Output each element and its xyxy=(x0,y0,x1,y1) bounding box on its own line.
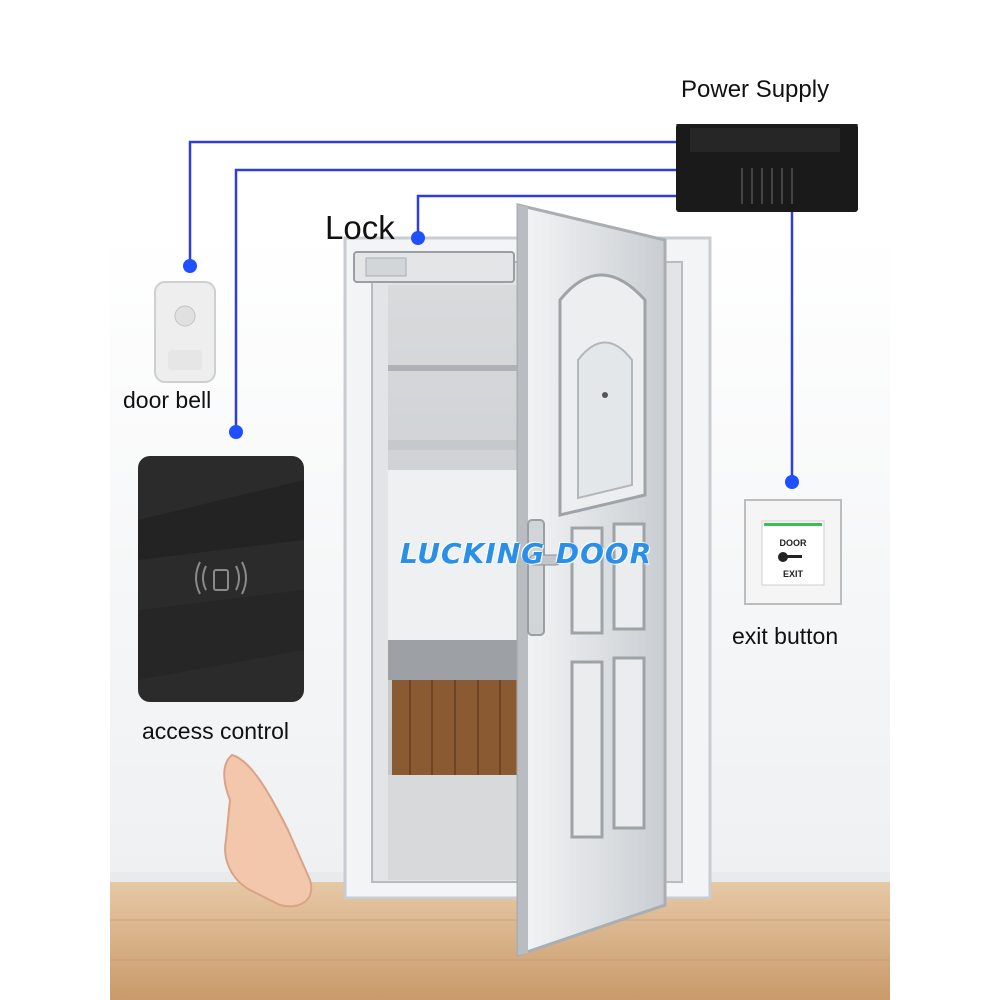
label-power-supply: Power Supply xyxy=(681,76,830,103)
access-control-reader xyxy=(138,456,304,702)
exit-button-device xyxy=(744,499,842,605)
exit-face-top-text: DOOR xyxy=(780,538,808,548)
door-panel-1 xyxy=(570,526,604,635)
door-edge xyxy=(518,205,528,955)
hand xyxy=(223,753,313,908)
brand-watermark: LUCKING DOOR xyxy=(400,537,653,570)
floor xyxy=(110,880,890,1000)
door-bell xyxy=(154,281,216,383)
dot-exit-button xyxy=(785,475,799,489)
dot-door-bell xyxy=(183,259,197,273)
exit-face-bottom-text: EXIT xyxy=(783,569,804,579)
room-wood-grain xyxy=(409,680,501,775)
room-window xyxy=(388,470,538,640)
wire-lock xyxy=(416,194,676,236)
door-handle xyxy=(529,554,561,566)
key-icon xyxy=(778,552,802,562)
door-arch-inner xyxy=(577,341,633,500)
label-door-bell: door bell xyxy=(123,387,212,413)
wire-access-control xyxy=(234,168,676,430)
label-lock: Lock xyxy=(325,209,395,246)
wire-door-bell xyxy=(188,140,676,264)
dot-access-control xyxy=(229,425,243,439)
wires xyxy=(188,140,794,480)
label-exit-button: exit button xyxy=(732,623,839,649)
floor-boards xyxy=(110,919,890,961)
room-floor xyxy=(388,775,538,880)
room-marble xyxy=(388,640,538,680)
rfid-card-icon xyxy=(195,561,247,595)
door-handle-plate xyxy=(527,519,545,636)
dot-lock xyxy=(411,231,425,245)
power-supply-box xyxy=(676,124,858,212)
magnetic-lock-plate xyxy=(365,257,407,277)
room-wood-cabinet xyxy=(392,680,522,775)
room-shelf xyxy=(388,365,538,371)
door-panel-2 xyxy=(612,522,646,631)
wire-dots xyxy=(183,231,799,489)
door-panel-3 xyxy=(570,660,604,839)
room-shelf-2 xyxy=(388,440,538,450)
label-access-control: access control xyxy=(142,718,290,744)
door-peephole xyxy=(602,392,608,398)
speaker-icon xyxy=(174,305,196,327)
door-panel-4 xyxy=(612,656,646,830)
